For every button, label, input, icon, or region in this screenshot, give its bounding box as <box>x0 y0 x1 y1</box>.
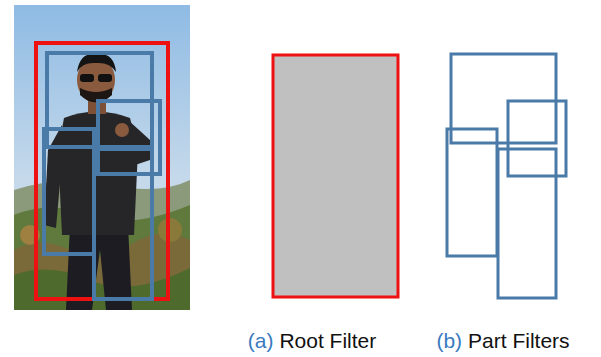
person-photo <box>14 5 190 310</box>
panel-label: Part Filters <box>468 329 570 352</box>
root-box <box>36 43 168 299</box>
caption-line: (b) Part Filters <box>436 329 569 353</box>
caption-line: (a)Root Filter <box>248 329 377 353</box>
panel-tag: (a) <box>248 329 274 352</box>
panel-tag: (b) <box>436 329 462 352</box>
root-filter <box>273 55 398 297</box>
part-boxes <box>44 53 160 299</box>
part-filters <box>447 54 566 298</box>
panel-label: Root Filter <box>279 329 376 352</box>
